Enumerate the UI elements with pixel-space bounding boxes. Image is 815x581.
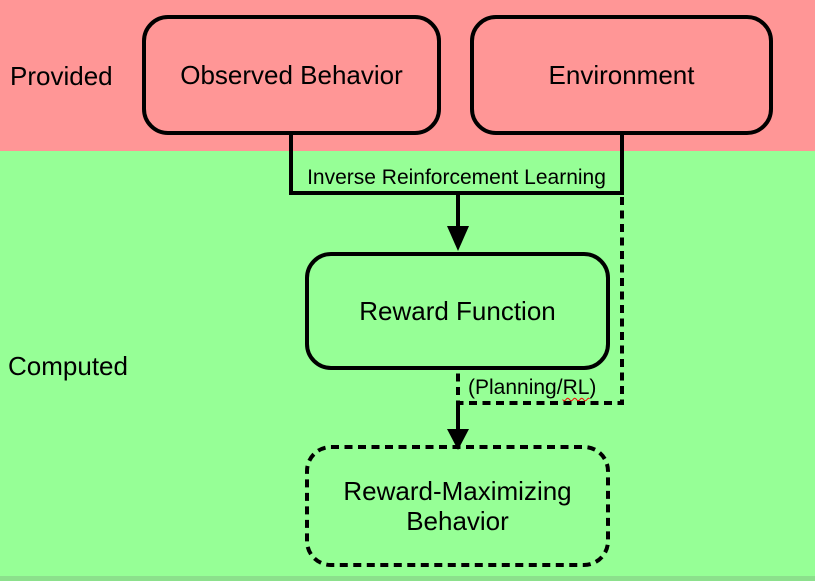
planning-label-spellcheck-flagged: RL bbox=[562, 376, 590, 399]
node-observed-behavior-label: Observed Behavior bbox=[180, 60, 403, 90]
node-reward-maximizing-behavior: Reward-Maximizing Behavior bbox=[305, 445, 610, 567]
node-environment-label: Environment bbox=[548, 60, 695, 90]
provided-region bbox=[0, 0, 815, 151]
node-reward-function-label: Reward Function bbox=[359, 296, 556, 326]
provided-label: Provided bbox=[10, 61, 113, 91]
irl-edge-label: Inverse Reinforcement Learning bbox=[307, 166, 606, 189]
planning-edge-label: (Planning/RL) bbox=[468, 376, 596, 399]
footer-strip bbox=[0, 576, 815, 581]
planning-label-post: ) bbox=[589, 376, 597, 399]
computed-label: Computed bbox=[8, 351, 128, 381]
node-environment: Environment bbox=[470, 15, 773, 135]
node-observed-behavior: Observed Behavior bbox=[142, 15, 441, 135]
planning-label-pre: (Planning/ bbox=[468, 376, 563, 399]
node-reward-function: Reward Function bbox=[305, 252, 610, 370]
node-reward-maximizing-behavior-label: Reward-Maximizing Behavior bbox=[343, 476, 572, 536]
